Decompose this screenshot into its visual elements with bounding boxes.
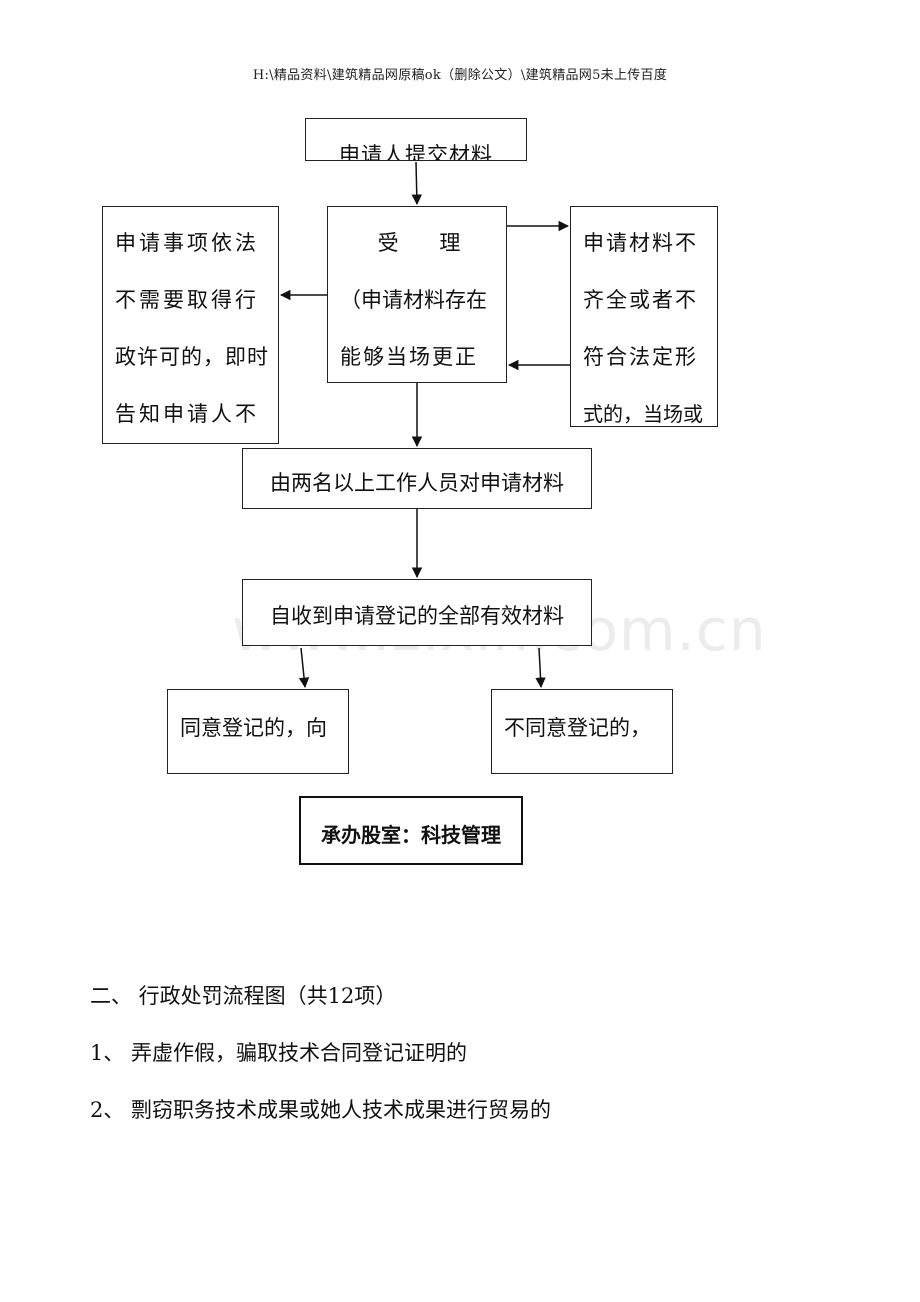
disagree-registration-box: 不同意登记的，	[491, 689, 673, 774]
acceptance-title: 受 理	[377, 231, 463, 255]
disagree-registration-label: 不同意登记的，	[504, 716, 651, 740]
document-header-path: H:\精品资料\建筑精品网原稿ok（删除公文）\建筑精品网5未上传百度	[252, 68, 668, 83]
incomplete-line-1: 申请材料不	[583, 231, 698, 255]
responsible-office-label: 承办股室：科技管理	[321, 823, 501, 847]
materials-incomplete-box: 申请材料不 齐全或者不 符合法定形 式的，当场或	[570, 206, 718, 427]
review-materials-box: 由两名以上工作人员对申请材料	[242, 448, 592, 509]
agree-registration-label: 同意登记的，向	[180, 716, 327, 740]
no-license-line-3: 政许可的，即时	[115, 345, 269, 369]
acceptance-box: 受 理 （申请材料存在 能够当场更正	[327, 206, 507, 383]
incomplete-line-4: 式的，当场或	[583, 402, 703, 426]
incomplete-line-2: 齐全或者不	[583, 288, 698, 312]
acceptance-line-2: （申请材料存在	[340, 288, 487, 312]
responsible-office-box: 承办股室：科技管理	[299, 796, 523, 865]
section-heading: 二、 行政处罚流程图（共12项）	[90, 984, 397, 1008]
list-item: 1、 弄虚作假，骗取技术合同登记证明的	[90, 1041, 468, 1065]
acceptance-line-3: 能够当场更正	[340, 345, 478, 369]
agree-registration-box: 同意登记的，向	[167, 689, 349, 774]
list-item: 2、 剽窃职务技术成果或她人技术成果进行贸易的	[90, 1098, 552, 1122]
submit-materials-box: 申请人提交材料	[305, 118, 527, 161]
no-license-required-box: 申请事项依法 不需要取得行 政许可的，即时 告知申请人不	[102, 206, 279, 444]
arrow-submit-to-acceptance	[411, 161, 423, 206]
received-materials-label: 自收到申请登记的全部有效材料	[270, 604, 564, 628]
received-materials-box: 自收到申请登记的全部有效材料	[242, 579, 592, 646]
no-license-line-4: 告知申请人不	[115, 402, 259, 426]
review-materials-label: 由两名以上工作人员对申请材料	[270, 471, 564, 495]
submit-materials-label: 申请人提交材料	[339, 143, 493, 161]
no-license-line-2: 不需要取得行	[115, 288, 259, 312]
no-license-line-1: 申请事项依法	[115, 231, 259, 255]
incomplete-line-3: 符合法定形	[583, 345, 698, 369]
